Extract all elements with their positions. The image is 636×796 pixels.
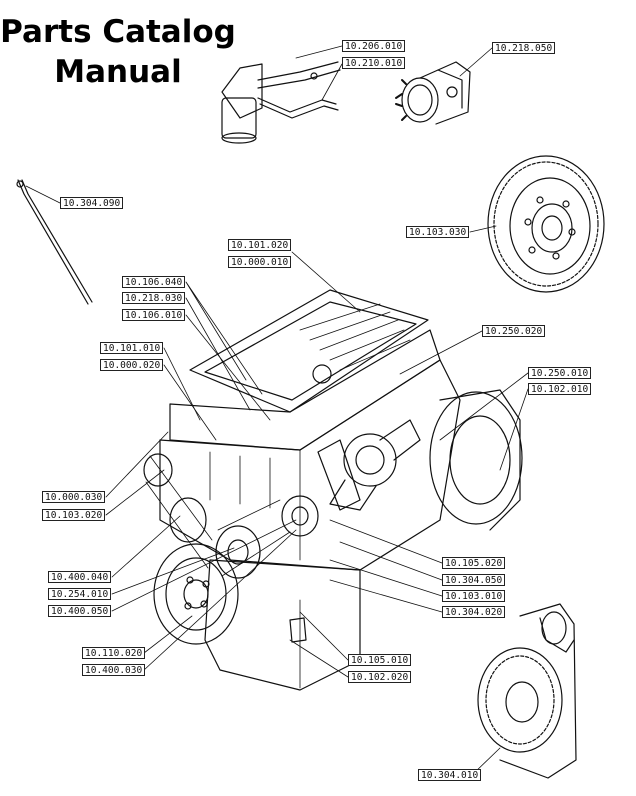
callout-10-254-010[interactable]: 10.254.010	[48, 588, 112, 600]
callout-10-105-020[interactable]: 10.105.020	[442, 557, 506, 569]
callout-10-103-010[interactable]: 10.103.010	[442, 590, 506, 602]
callout-10-105-010[interactable]: 10.105.010	[348, 654, 412, 666]
callout-10-206-010[interactable]: 10.206.010	[342, 40, 406, 52]
callout-10-103-030[interactable]: 10.103.030	[406, 226, 470, 238]
callout-10-000-030[interactable]: 10.000.030	[42, 491, 106, 503]
callout-10-110-020[interactable]: 10.110.020	[82, 647, 146, 659]
callout-10-250-020[interactable]: 10.250.020	[482, 325, 546, 337]
callout-10-106-010[interactable]: 10.106.010	[122, 309, 186, 321]
callout-10-304-090[interactable]: 10.304.090	[60, 197, 124, 209]
callout-10-210-010[interactable]: 10.210.010	[342, 57, 406, 69]
callout-10-101-020[interactable]: 10.101.020	[228, 239, 292, 251]
callout-10-400-050[interactable]: 10.400.050	[48, 605, 112, 617]
callout-10-101-010[interactable]: 10.101.010	[100, 342, 164, 354]
oil-pump-illustration	[477, 603, 577, 779]
catalog-title: Parts Catalog Manual	[0, 12, 236, 92]
engine-block-illustration	[143, 289, 523, 691]
callout-10-218-050[interactable]: 10.218.050	[492, 42, 556, 54]
callout-10-103-020[interactable]: 10.103.020	[42, 509, 106, 521]
callout-10-218-030[interactable]: 10.218.030	[122, 292, 186, 304]
callout-10-102-010[interactable]: 10.102.010	[528, 383, 592, 395]
oil-filter-illustration	[221, 61, 341, 144]
callout-10-102-020[interactable]: 10.102.020	[348, 671, 412, 683]
dipstick-illustration	[16, 179, 93, 305]
flywheel-illustration	[487, 155, 605, 293]
callout-10-304-050[interactable]: 10.304.050	[442, 574, 506, 586]
callout-10-400-030[interactable]: 10.400.030	[82, 664, 146, 676]
callout-10-250-010[interactable]: 10.250.010	[528, 367, 592, 379]
callout-10-000-010[interactable]: 10.000.010	[228, 256, 292, 268]
callout-10-304-010[interactable]: 10.304.010	[418, 769, 482, 781]
callout-10-000-020[interactable]: 10.000.020	[100, 359, 164, 371]
callout-10-106-040[interactable]: 10.106.040	[122, 276, 186, 288]
title-line-2: Manual	[54, 54, 182, 90]
callout-10-304-020[interactable]: 10.304.020	[442, 606, 506, 618]
pump-gear-illustration	[395, 61, 471, 125]
title-line-1: Parts Catalog	[0, 14, 236, 50]
callout-10-400-040[interactable]: 10.400.040	[48, 571, 112, 583]
